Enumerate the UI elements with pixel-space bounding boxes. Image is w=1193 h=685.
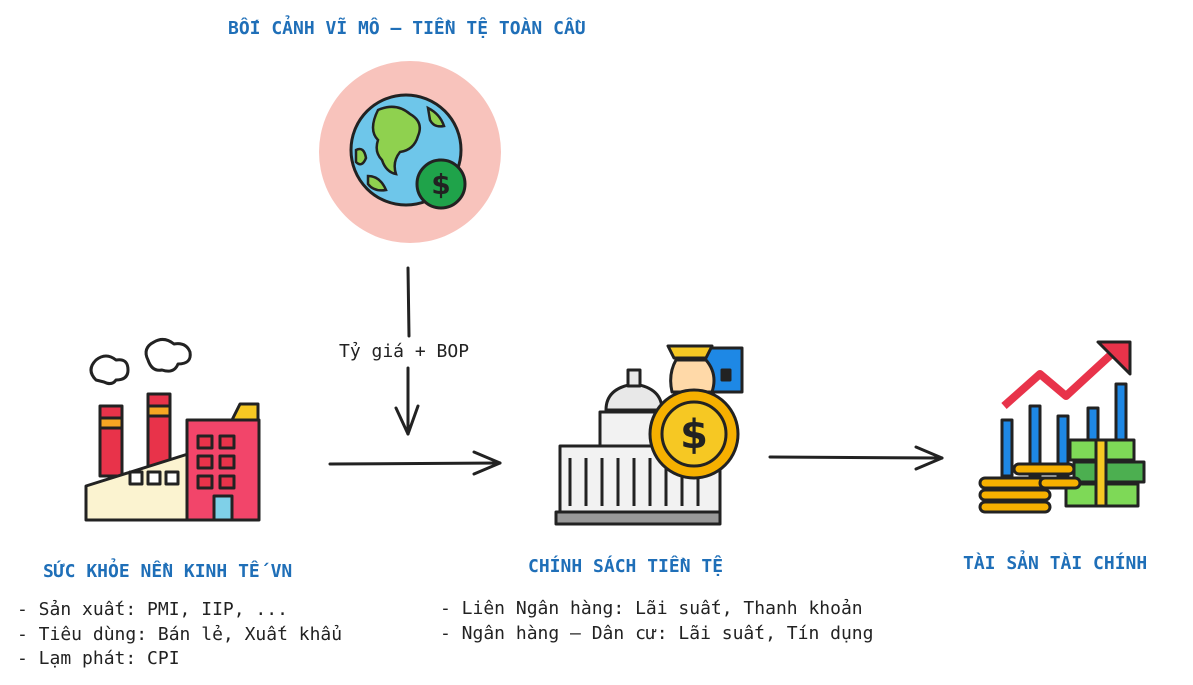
policy-title: CHÍNH SÁCH TIỀN TỆ	[528, 556, 724, 577]
globe-dollar-icon: $	[319, 61, 501, 243]
economy-title: SỨC KHỎE NỀN KINH TẾ VN	[43, 561, 293, 582]
svg-text:$: $	[680, 412, 708, 458]
global-context-title: BỐI CẢNH VĨ MÔ – TIỀN TỆ TOÀN CẦU	[228, 18, 586, 39]
arrow-economy-to-policy	[328, 450, 502, 476]
arrow-global-to-policy	[394, 266, 420, 436]
svg-text:$: $	[431, 168, 450, 201]
assets-title: TÀI SẢN TÀI CHÍNH	[963, 553, 1148, 574]
economy-bullets: - Sản xuất: PMI, IIP, ... - Tiêu dùng: B…	[17, 598, 342, 672]
government-money-bag-icon: $	[554, 344, 744, 526]
exchange-rate-bop-label: Tỷ giá + BOP	[337, 341, 472, 362]
list-item: - Ngân hàng – Dân cư: Lãi suất, Tín dụng	[440, 622, 874, 644]
policy-bullets: - Liên Ngân hàng: Lãi suất, Thanh khoản …	[440, 597, 873, 646]
factory-icon	[84, 337, 261, 522]
chart-growth-money-icon	[978, 340, 1146, 514]
list-item: - Liên Ngân hàng: Lãi suất, Thanh khoản	[440, 598, 863, 619]
list-item: - Lạm phát: CPI	[17, 648, 180, 669]
arrow-policy-to-assets	[768, 445, 944, 471]
list-item: - Tiêu dùng: Bán lẻ, Xuất khẩu	[17, 623, 343, 645]
list-item: - Sản xuất: PMI, IIP, ...	[17, 599, 288, 620]
